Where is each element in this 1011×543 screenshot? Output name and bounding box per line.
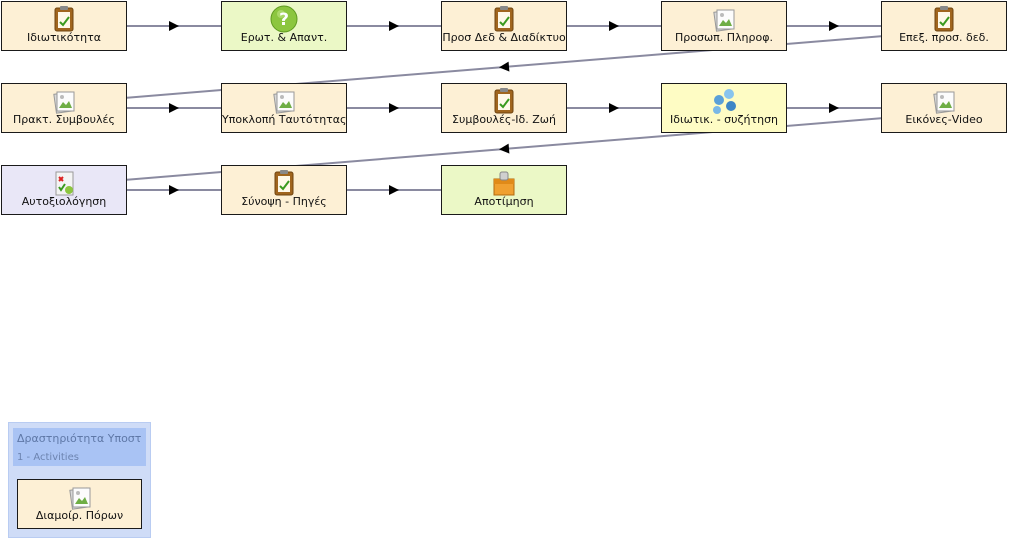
activity-label: Αυτοξιολόγηση bbox=[21, 195, 107, 208]
clipboard-icon bbox=[54, 6, 74, 32]
activity-node-private-life-tips[interactable]: Συμβουλές-Ιδ. Ζωή bbox=[441, 83, 567, 133]
arrowhead bbox=[169, 21, 179, 31]
arrowhead bbox=[499, 143, 510, 154]
clipboard-icon bbox=[934, 6, 954, 32]
arrowhead bbox=[609, 21, 619, 31]
activity-node-qa[interactable]: ?Ερωτ. & Απαντ. bbox=[221, 1, 347, 51]
activity-label: Υποκλοπή Ταυτότητας bbox=[222, 113, 346, 126]
svg-text:?: ? bbox=[279, 10, 289, 30]
arrowhead bbox=[389, 103, 399, 113]
image-resource-icon bbox=[68, 487, 90, 510]
transition-n12-n13 bbox=[347, 185, 441, 195]
clipboard-icon bbox=[494, 88, 514, 114]
arrowhead bbox=[389, 21, 399, 31]
transition-n3-n4 bbox=[567, 21, 661, 31]
activity-label: Σύνοψη - Πηγές bbox=[241, 195, 327, 208]
activity-label: Διαμοίρ. Πόρων bbox=[35, 509, 124, 522]
image-resource-icon bbox=[53, 91, 75, 114]
arrowhead bbox=[829, 103, 839, 113]
image-resource-icon bbox=[933, 91, 955, 114]
transition-n6-n7 bbox=[127, 103, 221, 113]
transition-n8-n9 bbox=[567, 103, 661, 113]
support-activity-header: Δραστηριότητα Υποστ 1 - Activities bbox=[13, 428, 146, 466]
box-icon bbox=[493, 171, 515, 196]
transition-n10-n11 bbox=[0, 107, 1008, 191]
clipboard-icon bbox=[494, 6, 514, 32]
activity-node-identity-theft[interactable]: Υποκλοπή Ταυτότητας bbox=[221, 83, 347, 133]
arrowhead bbox=[169, 103, 179, 113]
activity-node-personal-data-internet[interactable]: Προσ Δεδ & Διαδίκτυο bbox=[441, 1, 567, 51]
activity-label: Ιδιωτικ. - συζήτηση bbox=[669, 113, 779, 126]
question-icon: ? bbox=[270, 5, 298, 33]
arrowhead bbox=[829, 21, 839, 31]
activity-label: Επεξ. προσ. δεδ. bbox=[899, 31, 989, 44]
arrowhead bbox=[609, 103, 619, 113]
arrowhead bbox=[499, 61, 510, 72]
transition-n9-n10 bbox=[787, 103, 881, 113]
activity-label: Πρακτ. Συμβουλές bbox=[13, 113, 115, 126]
activity-node-privacy-discussion[interactable]: Ιδιωτικ. - συζήτηση bbox=[661, 83, 787, 133]
activity-node-images-video[interactable]: Εικόνες-Video bbox=[881, 83, 1007, 133]
activity-node-data-processing[interactable]: Επεξ. προσ. δεδ. bbox=[881, 1, 1007, 51]
arrowhead bbox=[169, 185, 179, 195]
self-assessment-icon bbox=[55, 171, 74, 196]
activity-node-evaluation[interactable]: Αποτίμηση bbox=[441, 165, 567, 215]
activity-label: Ιδιωτικότητα bbox=[27, 31, 101, 44]
transition-n11-n12 bbox=[127, 185, 221, 195]
activity-node-personal-info[interactable]: Προσωπ. Πληροφ. bbox=[661, 1, 787, 51]
transition-n2-n3 bbox=[347, 21, 441, 31]
activity-node-privacy[interactable]: Ιδιωτικότητα bbox=[1, 1, 127, 51]
activity-node-self-assessment[interactable]: Αυτοξιολόγηση bbox=[1, 165, 127, 215]
activity-node-resource-sharing[interactable]: Διαμοίρ. Πόρων bbox=[17, 479, 142, 529]
transition-n5-n6 bbox=[0, 25, 1008, 109]
activity-label: Αποτίμηση bbox=[474, 195, 534, 208]
support-activity-panel: Δραστηριότητα Υποστ 1 - Activities Διαμο… bbox=[8, 422, 151, 538]
activity-label: Προσ Δεδ & Διαδίκτυο bbox=[442, 31, 566, 44]
transition-n1-n2 bbox=[127, 21, 221, 31]
activity-label: Προσωπ. Πληροφ. bbox=[674, 31, 773, 44]
activity-label: Ερωτ. & Απαντ. bbox=[240, 31, 328, 44]
transition-n7-n8 bbox=[347, 103, 441, 113]
image-resource-icon bbox=[273, 91, 295, 114]
activity-node-practical-tips[interactable]: Πρακτ. Συμβουλές bbox=[1, 83, 127, 133]
support-activity-title: Δραστηριότητα Υποστ bbox=[17, 432, 142, 445]
arrowhead bbox=[389, 185, 399, 195]
support-activity-subtitle: 1 - Activities bbox=[17, 452, 79, 463]
activity-label: Εικόνες-Video bbox=[905, 113, 983, 126]
transition-n4-n5 bbox=[787, 21, 881, 31]
activity-node-summary-sources[interactable]: Σύνοψη - Πηγές bbox=[221, 165, 347, 215]
chat-people-icon bbox=[713, 89, 736, 114]
activity-label: Συμβουλές-Ιδ. Ζωή bbox=[452, 113, 556, 126]
image-resource-icon bbox=[713, 9, 735, 32]
clipboard-icon bbox=[274, 170, 294, 196]
